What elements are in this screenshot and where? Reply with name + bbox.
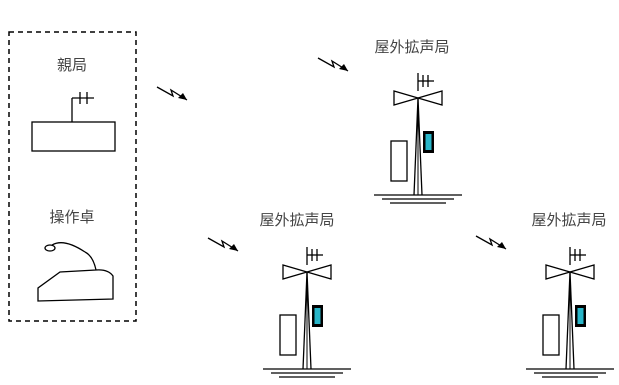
master-station-label: 親局 xyxy=(57,56,87,74)
radio-wave-icon xyxy=(317,57,349,72)
outdoor-station-label-2: 屋外拡声局 xyxy=(259,211,334,229)
radio-wave-icon xyxy=(156,86,188,101)
outdoor-speaker-station-3 xyxy=(525,246,615,378)
console-equipment xyxy=(37,242,114,302)
master-station-equipment xyxy=(31,92,116,152)
radio-wave-icon xyxy=(475,235,507,250)
outdoor-station-label-3: 屋外拡声局 xyxy=(531,211,606,229)
console-label: 操作卓 xyxy=(49,208,94,226)
outdoor-speaker-station-2 xyxy=(262,246,352,378)
outdoor-speaker-station-1 xyxy=(373,72,463,204)
radio-wave-icon xyxy=(207,237,239,252)
master-group-frame xyxy=(8,31,137,322)
outdoor-station-label-1: 屋外拡声局 xyxy=(374,38,449,56)
